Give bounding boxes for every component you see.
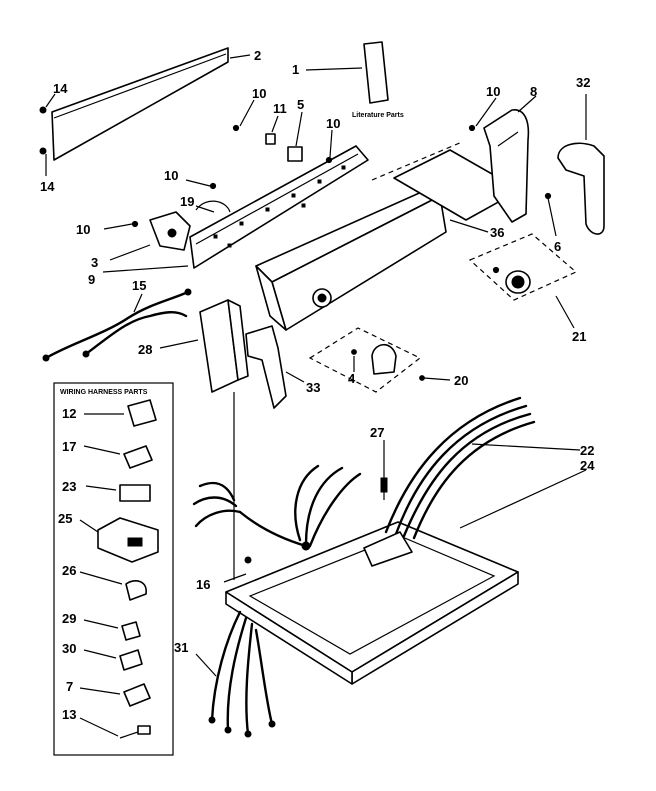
callout-16: 16 [196,577,210,592]
lower-wiring-harness-part [195,610,276,738]
callout-14: 14 [40,179,55,194]
callout-9: 9 [88,272,95,287]
end-cap-part-32 [557,94,605,235]
callout-12: 12 [62,406,76,421]
callout-25: 25 [58,511,72,526]
rear-panel-part [39,47,251,176]
latch-assembly-part [308,327,451,393]
console-housing-part [255,141,521,331]
callout-26: 26 [62,563,76,578]
top-wiring-harness-part [363,396,581,567]
callout-10: 10 [76,222,90,237]
callout-31: 31 [174,640,188,655]
callout-24: 24 [580,458,595,473]
callout-15: 15 [132,278,146,293]
knob-assembly-part [468,233,578,329]
switch-bracket-part [109,200,231,261]
callout-36: 36 [490,225,504,240]
callout-4: 4 [348,371,356,386]
callout-17: 17 [62,439,76,454]
trim-part-33 [245,325,305,409]
callout-27: 27 [370,425,384,440]
right-end-cap-part [468,95,557,237]
callout-labels: 2 14 14 1 10 11 5 10 10 8 32 10 19 10 3 … [40,48,595,722]
callout-32: 32 [576,75,590,90]
callout-13: 13 [62,707,76,722]
callout-11: 11 [273,101,287,116]
callout-20: 20 [454,373,468,388]
callout-10: 10 [486,84,500,99]
console-panel-part [102,145,369,273]
callout-29: 29 [62,611,76,626]
callout-6: 6 [554,239,561,254]
literature-part: Literature Parts [305,41,404,119]
callout-23: 23 [62,479,76,494]
callout-1: 1 [292,62,299,77]
screw-part-27 [380,440,388,500]
callout-19: 19 [180,194,194,209]
callout-3: 3 [91,255,98,270]
callout-7: 7 [66,679,73,694]
callout-28: 28 [138,342,152,357]
callout-22: 22 [580,443,594,458]
wiring-harness-parts-box: WIRING HARNESS PARTS [53,382,174,756]
console-wiring-harness-part [42,288,192,362]
callout-21: 21 [572,329,586,344]
callout-10: 10 [252,86,266,101]
callout-5: 5 [297,97,304,112]
console-wire-bundle [192,464,362,551]
callout-2: 2 [254,48,261,63]
callout-10: 10 [164,168,178,183]
clip-part-16 [223,556,252,583]
callout-14: 14 [53,81,68,96]
literature-parts-label: Literature Parts [352,112,404,119]
callout-10: 10 [326,116,340,131]
callout-33: 33 [306,380,320,395]
top-panel-part [225,469,587,685]
bracket-part-28 [159,299,249,580]
callout-30: 30 [62,641,76,656]
console-fasteners [103,99,333,230]
callout-8: 8 [530,84,537,99]
wiring-harness-parts-label: WIRING HARNESS PARTS [60,389,148,396]
